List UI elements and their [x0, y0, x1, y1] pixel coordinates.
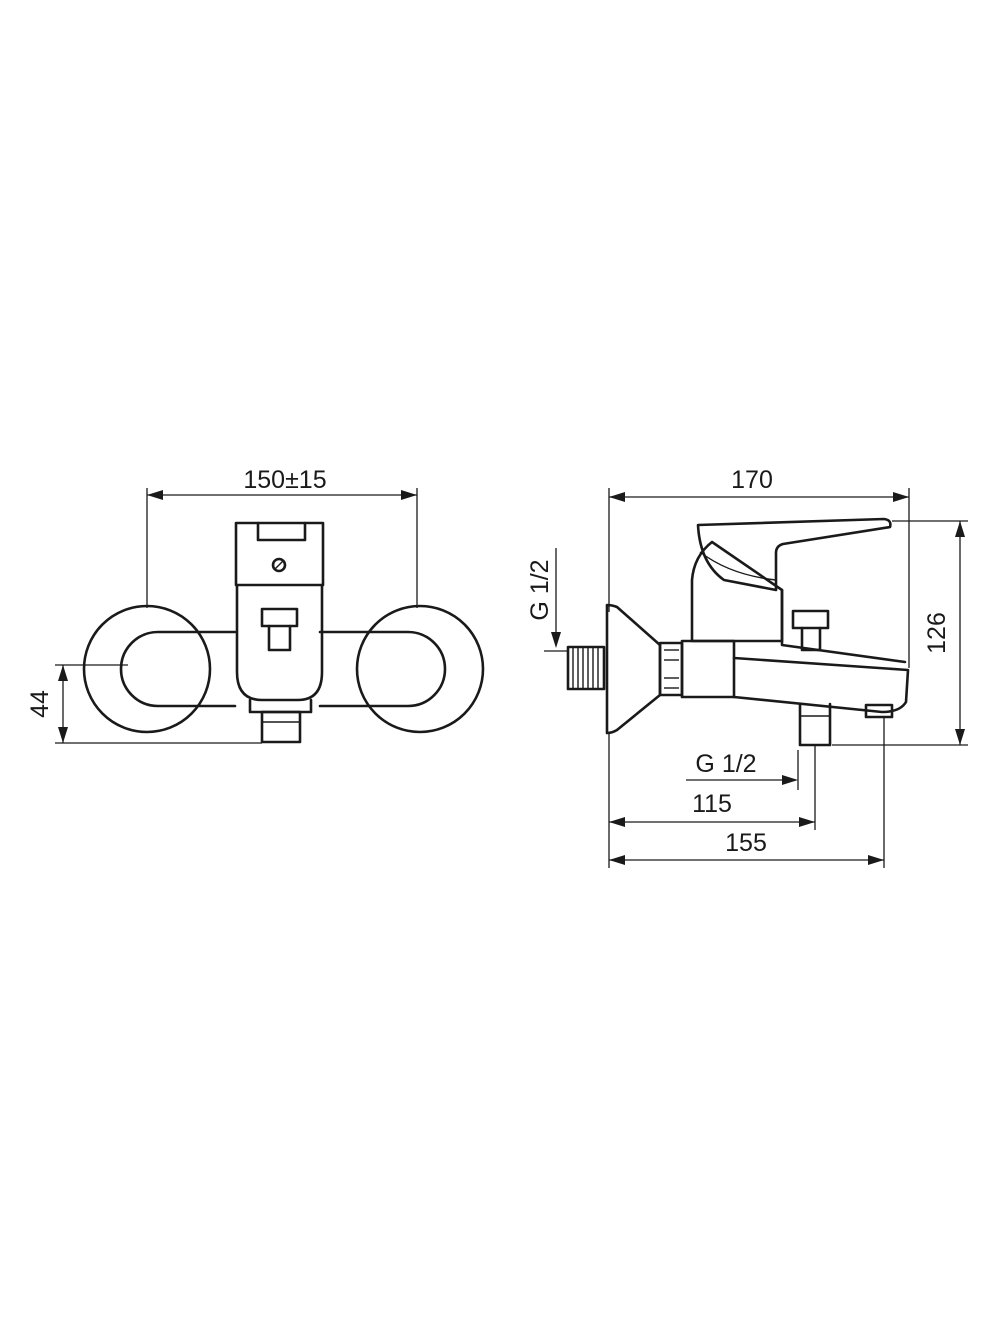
front-view: 150±15 44 [26, 466, 485, 744]
diverter-stem [267, 624, 292, 652]
arrow-icon [609, 855, 625, 865]
arrow-icon [868, 855, 884, 865]
union-nut [658, 641, 684, 697]
wall-flange-cone [605, 603, 662, 735]
diverter-knob-side [791, 609, 830, 630]
left-wall-flange [82, 604, 212, 734]
arrow-icon [893, 492, 909, 502]
lever-edge [699, 551, 777, 581]
arrow-icon [147, 490, 163, 500]
outlet-thread-label: G 1/2 [695, 750, 756, 778]
bottom-outlet [798, 702, 832, 747]
outlet-collar [248, 698, 313, 714]
arrow-icon [609, 492, 625, 502]
side-view: 170 126 G 1/2 G 1/2 115 155 [526, 466, 968, 868]
outlet-fitting [260, 710, 302, 744]
arrow-icon [551, 632, 561, 648]
arrow-icon [609, 817, 625, 827]
arrow-icon [799, 817, 815, 827]
arrow-icon [955, 729, 965, 745]
aerator [864, 703, 894, 719]
lever-cap [234, 521, 325, 587]
width-dimension-label: 150±15 [243, 466, 326, 494]
arrow-icon [782, 775, 798, 785]
lever-handle [696, 517, 892, 592]
screw-icon [271, 557, 287, 573]
outlet-distance-label: 115 [692, 790, 732, 818]
arrow-icon [401, 490, 417, 500]
body-bar-right [318, 630, 447, 708]
body-connector [680, 639, 736, 699]
spout-distance-label: 155 [725, 829, 767, 857]
diverter-stem-side [800, 626, 822, 652]
right-wall-flange [355, 604, 485, 734]
arrow-icon [58, 727, 68, 743]
inlet-thread [566, 645, 606, 691]
spout [732, 656, 910, 714]
arrow-icon [58, 665, 68, 681]
body-outline [780, 588, 907, 664]
depth-dimension-label: 44 [26, 690, 54, 718]
body-bar-left [119, 630, 237, 708]
height-dimension-label: 126 [923, 612, 951, 654]
mixer-body-side [690, 540, 784, 643]
inlet-thread-label: G 1/2 [526, 559, 554, 620]
diverter-knob [260, 607, 299, 628]
lever-slot [256, 521, 307, 542]
length-dimension-label: 170 [731, 466, 773, 494]
mixer-body [235, 583, 324, 702]
arrow-icon [955, 521, 965, 537]
